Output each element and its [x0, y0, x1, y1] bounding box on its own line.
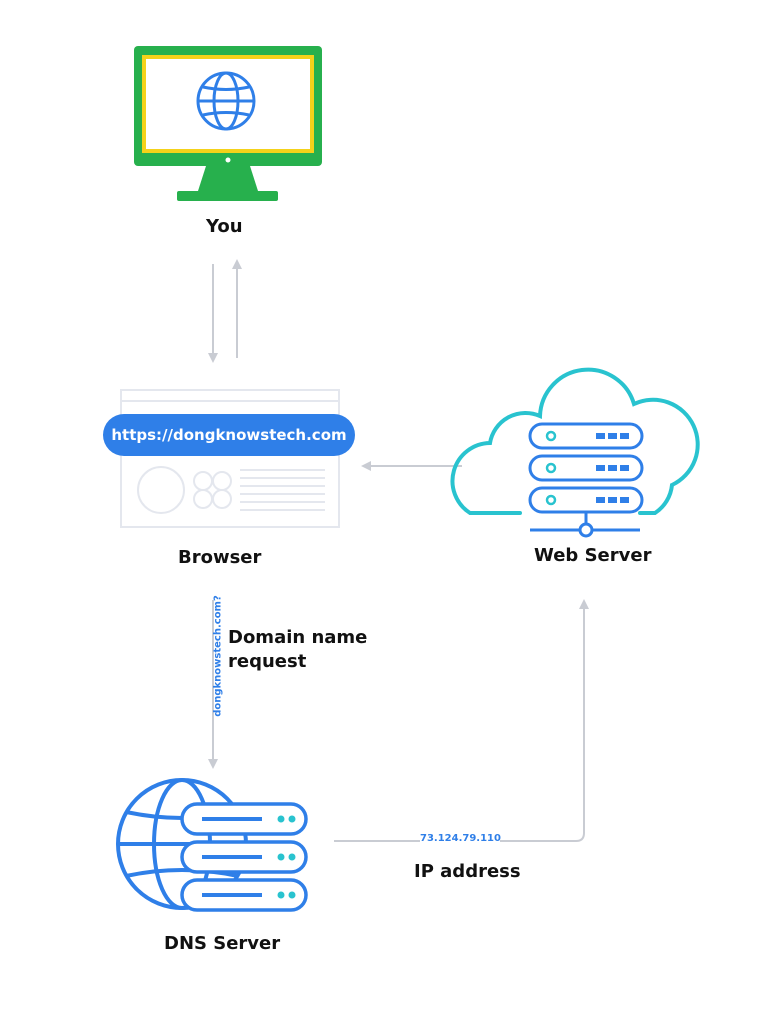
globe-icon — [196, 71, 256, 131]
browser-url-text: https://dongknowstech.com — [111, 426, 347, 444]
ip-address-label: IP address — [414, 861, 521, 882]
browser-window-icon — [120, 389, 340, 528]
dns-server-icon — [116, 778, 308, 912]
you-label: You — [206, 216, 243, 237]
cloud-server-icon — [450, 367, 700, 538]
server-rack-icon — [180, 802, 308, 912]
domain-request-label: Domain name request — [228, 627, 368, 672]
server-rack-icon — [528, 422, 644, 538]
dns-server-label: DNS Server — [164, 933, 281, 954]
browser-label: Browser — [178, 547, 262, 568]
browser-url-pill: https://dongknowstech.com — [103, 414, 355, 456]
web-server-label: Web Server — [534, 545, 652, 566]
monitor-icon — [134, 46, 322, 201]
domain-query-text: dongknowstech.com? — [212, 595, 224, 717]
arrow-dns-to-webserver — [334, 599, 589, 842]
ip-value-text: 73.124.79.110 — [420, 833, 501, 844]
